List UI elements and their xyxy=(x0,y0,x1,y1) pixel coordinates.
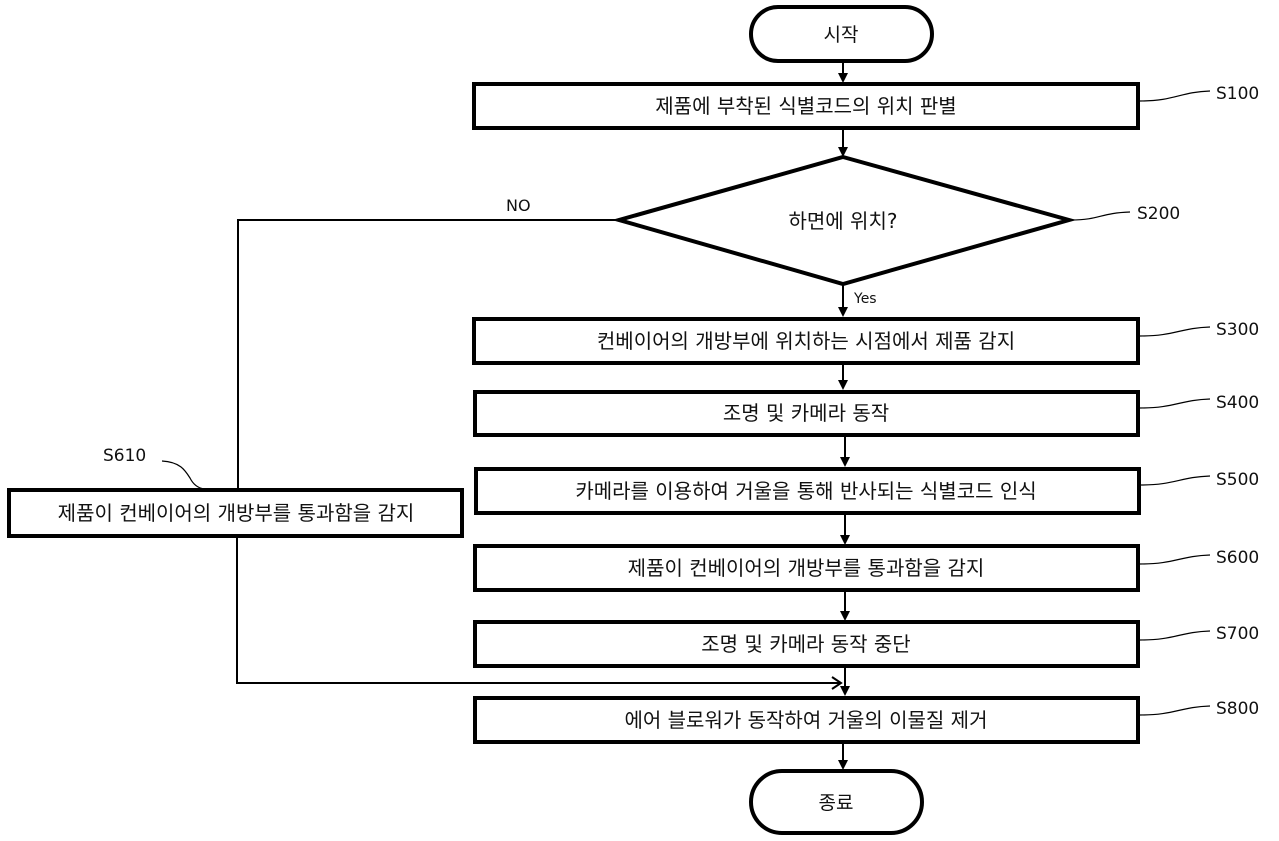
step-s700-box xyxy=(473,620,1140,668)
step-id-s400: S400 xyxy=(1216,393,1259,413)
leader-s400 xyxy=(1139,398,1211,409)
arrowhead-s500-s600 xyxy=(840,535,850,545)
edge-yes-label: Yes xyxy=(853,291,877,307)
arrowhead-s800-end xyxy=(838,760,848,770)
step-s400-label: 조명 및 카메라 동작 xyxy=(723,401,889,425)
step-s500: 카메라를 이용하여 거울을 통해 반사되는 식별코드 인식 S500 xyxy=(474,467,1259,515)
step-s610-label: 제품이 컨베이어의 개방부를 통과함을 감지 xyxy=(58,501,415,525)
start-terminal-shape xyxy=(749,5,934,63)
step-s200-label: 하면에 위치? xyxy=(789,209,898,233)
step-s100-box xyxy=(472,82,1140,130)
leader-s200 xyxy=(1070,211,1131,221)
step-s200: 하면에 위치? S200 xyxy=(611,154,1180,287)
start-terminal: 시작 xyxy=(749,5,934,63)
arrowhead-s400-s500 xyxy=(840,457,850,467)
step-s700: 조명 및 카메라 동작 중단 S700 xyxy=(473,620,1259,668)
step-id-s500: S500 xyxy=(1216,470,1259,490)
step-s500-label: 카메라를 이용하여 거울을 통해 반사되는 식별코드 인식 xyxy=(575,479,1036,503)
step-s610: 제품이 컨베이어의 개방부를 통과함을 감지 S610 xyxy=(7,446,464,538)
arrowhead-s300-s400 xyxy=(838,380,848,390)
leader-s700 xyxy=(1139,630,1211,641)
end-terminal-shape xyxy=(749,769,924,835)
step-s610-box xyxy=(7,488,464,538)
edge-s610-s800 xyxy=(236,537,840,684)
arrowhead-s600-s700 xyxy=(840,611,850,621)
step-s600-box xyxy=(473,544,1140,592)
step-s300-label: 컨베이어의 개방부에 위치하는 시점에서 제품 감지 xyxy=(597,329,1015,353)
step-s600: 제품이 컨베이어의 개방부를 통과함을 감지 S600 xyxy=(473,544,1259,592)
arrowhead-start-s100 xyxy=(838,73,848,83)
step-s300-box xyxy=(472,317,1140,365)
leader-s500 xyxy=(1140,475,1211,486)
step-s800-box xyxy=(473,696,1140,744)
step-id-s600: S600 xyxy=(1216,548,1259,568)
arrowhead-s100-s200 xyxy=(838,147,848,157)
step-s500-box xyxy=(474,467,1141,515)
arrowhead-s700-s800 xyxy=(840,686,850,696)
end-terminal-label: 종료 xyxy=(819,792,854,814)
step-s100-label: 제품에 부착된 식별코드의 위치 판별 xyxy=(655,94,956,118)
step-id-s100: S100 xyxy=(1216,84,1259,104)
step-s100: 제품에 부착된 식별코드의 위치 판별 S100 xyxy=(472,82,1259,130)
arrowhead-s200-s300 xyxy=(838,307,848,317)
step-id-s200: S200 xyxy=(1137,204,1180,224)
edge-s200-s610-no xyxy=(237,219,619,488)
start-terminal-label: 시작 xyxy=(824,24,859,46)
step-id-s800: S800 xyxy=(1216,699,1259,719)
step-s400: 조명 및 카메라 동작 S400 xyxy=(473,390,1259,437)
step-s400-box xyxy=(473,390,1140,437)
step-id-s700: S700 xyxy=(1216,624,1259,644)
arrowhead-s610-s800 xyxy=(831,676,843,690)
step-s300: 컨베이어의 개방부에 위치하는 시점에서 제품 감지 S300 xyxy=(472,317,1259,365)
leader-s300 xyxy=(1139,326,1211,337)
leader-s610 xyxy=(161,460,205,490)
step-s600-label: 제품이 컨베이어의 개방부를 통과함을 감지 xyxy=(628,556,985,580)
leader-s800 xyxy=(1139,705,1211,716)
edge-no-label: NO xyxy=(506,196,531,215)
step-id-s300: S300 xyxy=(1216,320,1259,340)
step-id-s610: S610 xyxy=(103,446,146,466)
end-terminal: 종료 xyxy=(749,769,924,835)
leader-s100 xyxy=(1139,90,1211,102)
step-s800-label: 에어 블로워가 동작하여 거울의 이물질 제거 xyxy=(625,708,988,732)
step-s800: 에어 블로워가 동작하여 거울의 이물질 제거 S800 xyxy=(473,696,1259,744)
step-s700-label: 조명 및 카메라 동작 중단 xyxy=(701,632,910,656)
leader-s600 xyxy=(1139,554,1211,565)
